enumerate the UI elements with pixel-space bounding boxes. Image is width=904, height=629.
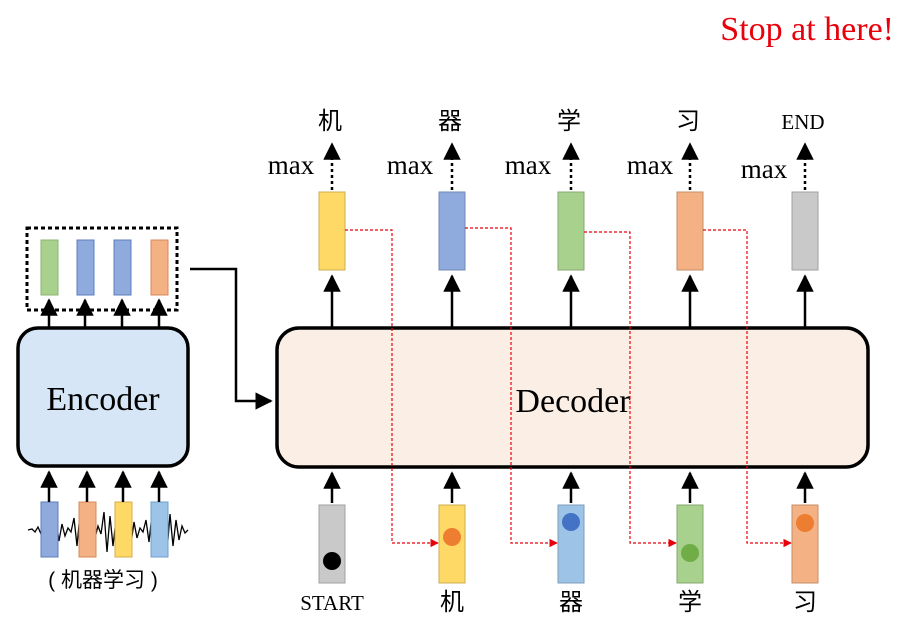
encoder-output-vector [113,239,132,296]
encoder-output-vector [40,239,59,296]
decoder-output-vector [676,191,704,271]
decoder-input-dot [796,514,814,532]
encoder-label: Encoder [46,381,160,418]
decoder-input-token: 机 [440,589,464,616]
decoder-input-vector [318,504,346,584]
max-label: max [505,150,552,180]
max-label: max [741,154,788,184]
encoder-input-vector [114,501,133,558]
feedback-arrow [345,229,439,548]
encoder-input-vector [78,501,97,558]
decoder-output-token: 学 [557,108,581,135]
feedback-arrow [703,229,792,548]
encoder-input-caption: ( 机器学习 ) [48,569,158,592]
decoder-output-token: 器 [438,108,462,135]
encoder-to-decoder-arrow [190,267,273,410]
decoder-output-token: 机 [318,108,342,135]
decoder-input-token: 器 [559,589,583,616]
encoder-input-vector [40,501,59,558]
decoder-input-token: 习 [793,589,817,616]
decoder-input-token: 学 [678,589,702,616]
decoder-output-vector [791,191,819,271]
feedback-arrow [584,231,677,548]
max-label: max [268,150,315,180]
max-label: max [387,150,434,180]
decoder-output-token: END [781,110,824,134]
decoder-output-vector [318,191,346,271]
decoder-input-dot [323,552,341,570]
encoder-block: Encoder ( 机器学习 ) [16,226,190,592]
encoder-input-vector [150,501,169,558]
decoder-box [275,326,870,469]
encoder-box [16,326,190,468]
encoder-output-vector [150,239,169,296]
encoder-output-vectors [40,239,169,296]
decoder-label: Decoder [515,383,631,420]
decoder-block: Decoder [275,326,870,469]
decoder-input-token: START [300,591,364,615]
decoder-output-vector [557,191,585,271]
stop-label: Stop at here! [720,11,894,48]
decoder-input-dot [681,544,699,562]
decoder-feedback-arrows [345,227,792,548]
decoder-inputs: START 机 器 学 习 [300,471,819,616]
feedback-arrow [465,227,558,548]
max-label: max [627,150,674,180]
decoder-input-dot [443,528,461,546]
encoder-output-frame [25,226,179,312]
decoder-output-token: 习 [676,108,700,135]
decoder-input-dot [562,513,580,531]
encoder-output-vector [76,239,95,296]
decoder-output-vector [438,191,466,271]
